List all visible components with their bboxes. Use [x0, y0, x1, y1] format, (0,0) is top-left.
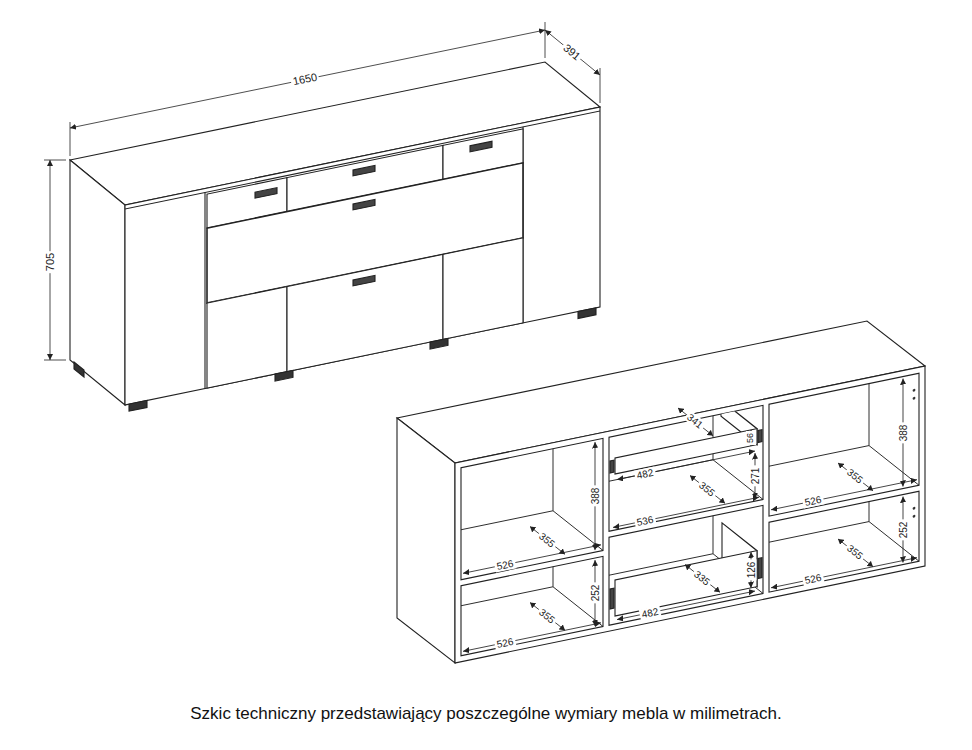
drawing-part [530, 519, 565, 561]
drawer [610, 392, 762, 475]
leg [129, 400, 147, 411]
drawing-part [610, 588, 614, 609]
dimension-lines [463, 359, 917, 654]
drawing-part [463, 545, 601, 573]
extension-line [70, 122, 71, 156]
drawer [610, 515, 762, 617]
drawing-part [690, 468, 725, 510]
leg [275, 370, 293, 381]
side-face [397, 418, 455, 663]
drawing-part [617, 591, 755, 619]
side-face [70, 160, 125, 405]
interior-back [411, 323, 919, 666]
dimension-label: 126 [746, 560, 757, 581]
drawing-part [615, 551, 757, 616]
dimension-line [545, 30, 600, 75]
dimension-label: 56 [746, 431, 756, 445]
door-front [207, 287, 287, 389]
drawing-part [609, 405, 763, 531]
handle [470, 141, 492, 152]
drawing-part [771, 558, 917, 588]
dimension-label: 391 [560, 40, 585, 64]
drawing-part [838, 456, 873, 498]
caption: Szkic techniczny przedstawiający poszcze… [0, 704, 972, 724]
drawing-part [913, 515, 916, 518]
extension-line [44, 360, 66, 361]
front-face [411, 322, 925, 672]
drawing-part [613, 497, 759, 527]
drawing-part [463, 623, 601, 651]
opening [461, 556, 603, 655]
drawing-part [771, 480, 917, 510]
dimension-label: 271 [750, 466, 761, 487]
extension-line [600, 68, 601, 103]
drawing-part [685, 557, 720, 599]
dimension-lines [44, 22, 600, 360]
front-outline [125, 107, 600, 405]
drawing-part [913, 389, 916, 392]
drawing-part [913, 507, 916, 510]
drawing-part [461, 438, 553, 540]
handle [255, 188, 277, 199]
opening [461, 438, 603, 579]
front-outline [455, 366, 925, 663]
extension-line [545, 22, 546, 58]
drawing-part [869, 435, 919, 495]
drawing-part [758, 558, 762, 579]
pin-holes [913, 389, 916, 518]
drawing-part [615, 429, 757, 474]
door-front [443, 238, 523, 340]
drawing-part [610, 460, 614, 473]
leg [430, 338, 448, 349]
opening [769, 373, 919, 516]
drawing-part [913, 397, 916, 400]
drawing-part [609, 505, 763, 625]
handle [353, 165, 375, 176]
open-cabinet [397, 321, 925, 672]
drawing-part [678, 401, 713, 443]
door-edge [204, 192, 205, 388]
dimension-label: 388 [898, 422, 909, 443]
drawing-part [461, 438, 603, 579]
extension-line [44, 160, 66, 161]
dimension-label: 388 [590, 486, 601, 507]
leg [578, 308, 596, 319]
drawing-part [553, 500, 603, 560]
dimension-line [70, 30, 545, 128]
dimension-label: 252 [590, 583, 601, 604]
drawing-part [769, 373, 919, 516]
dimension-label: 1650 [290, 70, 320, 88]
drawing-part [769, 373, 869, 476]
drawing-part [461, 556, 603, 655]
front-face [125, 107, 600, 412]
drawing-part [758, 430, 762, 443]
handle [353, 199, 375, 210]
dimension-label: 705 [44, 251, 56, 273]
drawing-part [769, 491, 919, 592]
leg [74, 362, 84, 377]
drawer-front [287, 254, 443, 371]
opening [769, 491, 919, 592]
handle [353, 275, 375, 286]
closed-cabinet [70, 62, 600, 412]
dimension-label: 252 [898, 519, 909, 540]
